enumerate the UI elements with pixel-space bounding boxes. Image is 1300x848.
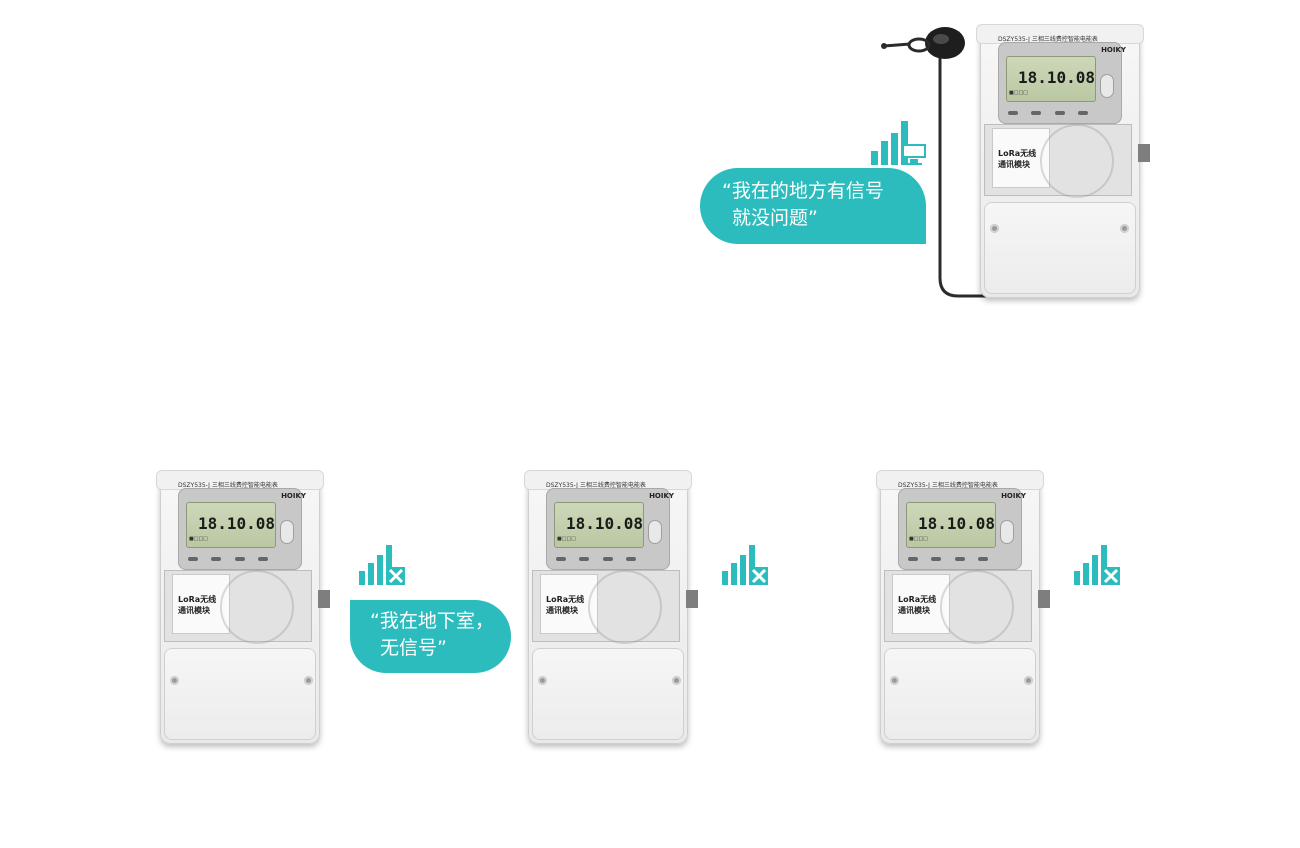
module-label-1: LoRa无线 [546,595,585,604]
bubble-bottom-line1: “我在地下室， [370,610,494,632]
meter-model-label: DSZY535-J 三相三线费控智能电能表 [178,482,278,489]
lcd-display: 18.10.08 ■□□□ [906,502,996,548]
monitor-icon [902,144,926,165]
signal-blocked-icon [1074,545,1120,585]
meter-button [280,520,294,544]
electric-meter-1: DSZY535-J 三相三线费控智能电能表 18.10.08 ■□□□ HOIK… [156,470,330,748]
meter-reading: 18.10.08 [198,514,276,533]
module-label-2: 通讯模块 [178,606,210,615]
lcd-display: 18.10.08 ■□□□ [186,502,276,548]
meter-model-label: DSZY535-J 三相三线费控智能电能表 [998,36,1098,43]
watermark-seal [940,570,1014,644]
meter-brand: HOIKY [1001,492,1026,500]
signal-blocked-icon [359,545,405,585]
lcd-display: 18.10.08 ■□□□ [1006,56,1096,102]
speech-bubble-bottom: “我在地下室， 无信号” [350,600,511,673]
bubble-top-line1: “我在的地方有信号 [722,180,884,202]
module-label-2: 通讯模块 [998,160,1030,169]
meter-model-label: DSZY535-J 三相三线费控智能电能表 [898,482,998,489]
watermark-seal [1040,124,1114,198]
watermark-seal [220,570,294,644]
meter-model-label: DSZY535-J 三相三线费控智能电能表 [546,482,646,489]
meter-reading: 18.10.08 [1018,68,1096,87]
antenna-icon [907,27,965,59]
meter-reading: 18.10.08 [918,514,996,533]
meter-button [1000,520,1014,544]
electric-meter-2: DSZY535-J 三相三线费控智能电能表 18.10.08 ■□□□ HOIK… [524,470,698,748]
electric-meter-3: DSZY535-J 三相三线费控智能电能表 18.10.08 ■□□□ HOIK… [876,470,1050,748]
signal-blocked-icon [722,545,768,585]
module-label-1: LoRa无线 [998,149,1037,158]
meter-brand: HOIKY [1101,46,1126,54]
bubble-top-line2: 就没问题” [732,207,818,229]
signal-bars-icon [871,121,908,165]
electric-meter-top: DSZY535-J 三相三线费控智能电能表 18.10.08 ■□□□ HOIK… [976,24,1150,302]
meter-brand: HOIKY [281,492,306,500]
watermark-seal [588,570,662,644]
bubble-bottom-line2: 无信号” [380,637,447,659]
module-label-2: 通讯模块 [546,606,578,615]
module-label-2: 通讯模块 [898,606,930,615]
meter-button [648,520,662,544]
meter-reading: 18.10.08 [566,514,644,533]
lcd-display: 18.10.08 ■□□□ [554,502,644,548]
meter-brand: HOIKY [649,492,674,500]
module-label-1: LoRa无线 [178,595,217,604]
module-label-1: LoRa无线 [898,595,937,604]
meter-button [1100,74,1114,98]
speech-bubble-top: “我在的地方有信号 就没问题” [700,168,926,244]
